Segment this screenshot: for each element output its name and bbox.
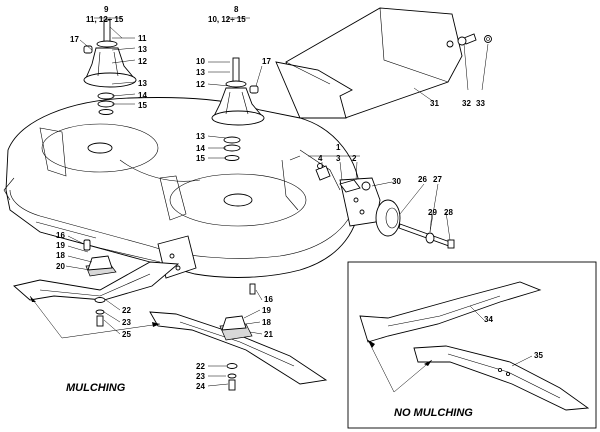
callout-19: 19 <box>56 241 65 250</box>
callout-12: 12 <box>196 80 205 89</box>
callout-1: 1 <box>336 143 341 152</box>
callout-21: 21 <box>264 330 273 339</box>
callout-30: 30 <box>392 177 401 186</box>
callout-13: 13 <box>196 132 205 141</box>
callout-15: 15 <box>138 101 147 110</box>
arrow-heads <box>30 296 432 366</box>
callout-4: 4 <box>318 154 323 163</box>
callout-32: 32 <box>462 99 471 108</box>
callout-11: 11 <box>138 34 147 43</box>
no-mulching-box <box>347 261 597 429</box>
callout-18: 18 <box>262 318 271 327</box>
callout-34: 34 <box>484 315 493 324</box>
callout-25: 25 <box>122 330 131 339</box>
callout-16: 16 <box>264 295 273 304</box>
callout-17: 17 <box>262 57 271 66</box>
callout-14: 14 <box>138 91 147 100</box>
deck-wheel <box>375 199 455 249</box>
callout-2: 2 <box>352 154 357 163</box>
callout-16: 16 <box>56 231 65 240</box>
callout-12: 12 <box>138 57 147 66</box>
callout-35: 35 <box>534 351 543 360</box>
mulching-blade-left <box>13 239 180 327</box>
callout-20: 20 <box>56 262 65 271</box>
callout-23: 23 <box>122 318 131 327</box>
callout-27: 27 <box>433 175 442 184</box>
belt-cover-parts <box>315 163 371 193</box>
callout-18: 18 <box>56 251 65 260</box>
callout-15: 15 <box>196 154 205 163</box>
callout-24: 24 <box>196 382 205 391</box>
callout-13: 13 <box>138 79 147 88</box>
callout-17: 17 <box>70 35 79 44</box>
callout-9: 9 <box>104 5 109 14</box>
callout-26: 26 <box>418 175 427 184</box>
callout-28: 28 <box>444 208 453 217</box>
callout-19: 19 <box>262 306 271 315</box>
callout-8: 8 <box>234 5 239 14</box>
callout-22: 22 <box>196 362 205 371</box>
callout-23: 23 <box>196 372 205 381</box>
callout-13: 13 <box>196 68 205 77</box>
callout-14: 14 <box>196 144 205 153</box>
callout-8-refs: 10, 12÷ 15 <box>208 15 246 24</box>
callout-33: 33 <box>476 99 485 108</box>
callout-10: 10 <box>196 57 205 66</box>
callout-22: 22 <box>122 306 131 315</box>
callout-9-refs: 11, 12÷ 15 <box>86 15 124 24</box>
callout-31: 31 <box>430 99 439 108</box>
callout-3: 3 <box>336 154 341 163</box>
chute-nut <box>484 35 492 43</box>
chute-bolt <box>457 33 477 46</box>
leader-lines <box>29 17 533 393</box>
callout-numbers: 9 11, 12÷ 15 8 10, 12÷ 15 11 13 12 13 14… <box>56 5 543 391</box>
spindle-assembly-right <box>211 57 265 161</box>
callout-13: 13 <box>138 45 147 54</box>
no-mulching-label: NO MULCHING <box>394 407 473 419</box>
spindle-assembly-left <box>83 19 137 115</box>
callout-29: 29 <box>428 208 437 217</box>
mulching-blade-right <box>149 283 328 391</box>
mulching-label: MULCHING <box>66 382 126 394</box>
